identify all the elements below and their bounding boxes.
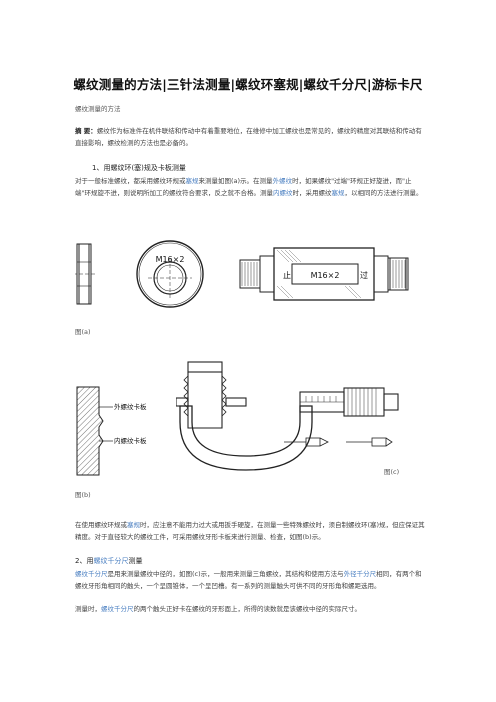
link-internal-thread[interactable]: 内螺纹: [273, 188, 293, 197]
link-thread-micrometer-2[interactable]: 螺纹千分尺: [75, 570, 108, 578]
text-run: 相同，有两个和螺纹牙形角相同的触头，一个呈圆锥体，一个呈凹槽。有一系列的测量触头…: [75, 570, 422, 590]
text-run: 时，如果螺纹"过端"环规正好旋进，而"止端"环规旋不进，则说明所加工的螺纹符合要…: [75, 177, 412, 197]
section2-paragraph: 螺纹千分尺是用来测量螺纹中径的，如图(c)示，一般用来测量三角螺纹，其结构和使用…: [75, 569, 427, 592]
figure-b-drawing: 外螺纹卡板 内螺纹卡板: [76, 386, 147, 476]
text-run: 在使用螺纹环规或: [75, 521, 127, 529]
abstract-paragraph: 摘 要：螺纹作为标准件在机件联结和传动中有着重要地位，在维修中加工螺纹也是常见的…: [75, 126, 427, 149]
link-outside-micrometer[interactable]: 外径千分尺: [343, 570, 377, 578]
link-plug-gauge-3[interactable]: 塞规: [127, 521, 140, 529]
figure-a-drawing: M16×2 止 M16×2 过: [75, 240, 409, 308]
figure-a-caption: 图(a): [75, 328, 91, 336]
link-thread-micrometer[interactable]: 螺纹千分尺: [93, 557, 129, 565]
text-run: 测量: [128, 557, 143, 565]
text-run: 的两个触头正好卡在螺纹的牙形面上，所得的读数就是该螺纹中径的实际尺寸。: [133, 605, 362, 613]
plug-gauge-label: M16×2: [311, 271, 340, 280]
text-run: 来测量如图(a)示。在测量: [198, 177, 273, 185]
link-plug-gauge-2[interactable]: 塞规: [331, 188, 345, 197]
figure-c-caption: 图(c): [384, 468, 400, 476]
section2-heading: 2、用螺纹千分尺测量: [75, 556, 142, 566]
text-run: 测量时，: [75, 605, 101, 613]
ring-gauge-label: M16×2: [156, 255, 185, 264]
paragraph-2: 在使用螺纹环规或塞规时，应注意不能用力过大或用扳手硬旋，在测量一些特殊螺纹时，须…: [75, 520, 427, 543]
text-run: ，以相同的方法进行测量。: [344, 188, 423, 197]
text-run: 时，应注意不能用力过大或用扳手硬旋，在测量一些特殊螺纹时，须自制螺纹环(塞)规，…: [75, 521, 425, 541]
section1-heading: 1、用螺纹环(塞)规及卡板测量: [92, 164, 186, 172]
outer-thread-gauge-label: 外螺纹卡板: [114, 402, 147, 411]
link-external-thread[interactable]: 外螺纹: [272, 177, 293, 185]
figure-c-drawing: [176, 361, 399, 471]
figure-b-caption: 图(b): [75, 491, 91, 499]
text-run: 2、用: [75, 557, 94, 565]
stop-end-char: 止: [283, 270, 291, 280]
text-run: 是用来测量螺纹中径的，如图(c)示，一般用来测量三角螺纹，其结构和使用方法与: [107, 570, 344, 578]
link-thread-micrometer-3[interactable]: 螺纹千分尺: [101, 605, 134, 613]
abstract-text: 螺纹作为标准件在机件联结和传动中有着重要地位，在维修中加工螺纹也是常见的，螺纹的…: [75, 127, 422, 147]
section1-paragraph: 对于一般标准螺纹，都采用螺纹环规或塞规来测量如图(a)示。在测量外螺纹时，如果螺…: [75, 176, 427, 199]
subtitle: 螺纹测量的方法: [75, 105, 121, 113]
abstract-label: 摘 要：: [75, 127, 97, 135]
page-title: 螺纹测量的方法|三针法测量|螺纹环塞规|螺纹千分尺|游标卡尺: [73, 77, 423, 92]
link-plug-gauge[interactable]: 塞规: [185, 177, 199, 185]
text-run: 对于一般标准螺纹，都采用螺纹环规或: [75, 177, 186, 185]
go-end-char: 过: [360, 270, 368, 280]
text-run: 时，采用螺纹: [292, 188, 332, 197]
inner-thread-gauge-label: 内螺纹卡板: [114, 436, 147, 445]
section2-paragraph-2: 测量时，螺纹千分尺的两个触头正好卡在螺纹的牙形面上，所得的读数就是该螺纹中径的实…: [75, 604, 427, 616]
